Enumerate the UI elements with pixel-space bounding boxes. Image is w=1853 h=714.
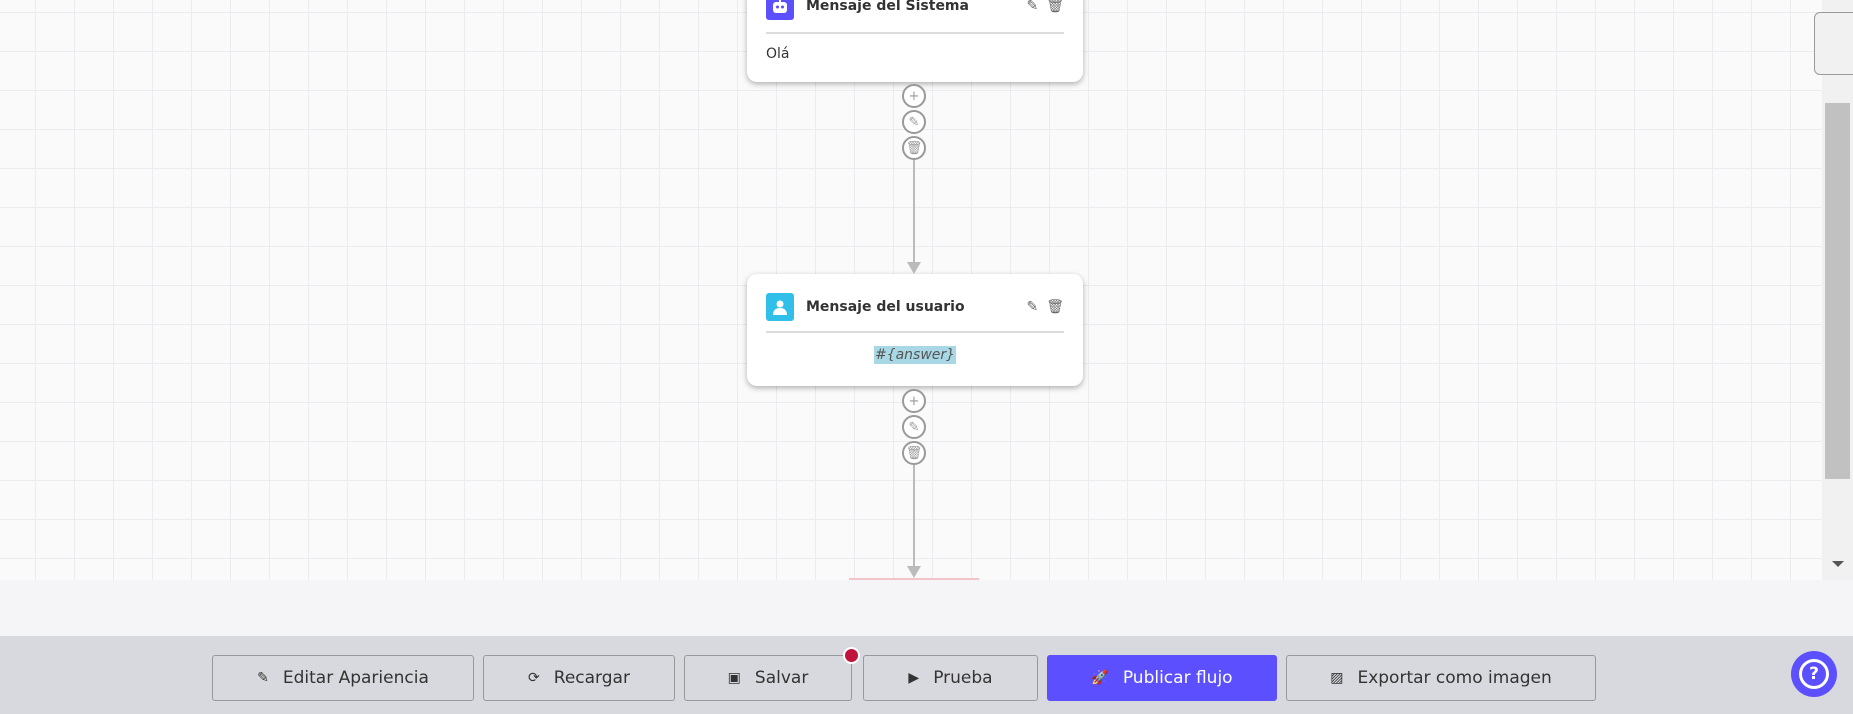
rocket-icon: 🚀 xyxy=(1091,670,1109,686)
add-node-button[interactable]: + xyxy=(902,389,926,413)
connector-line xyxy=(913,465,915,570)
pencil-icon[interactable]: ✎ xyxy=(1026,299,1039,315)
image-icon: ▨ xyxy=(1330,670,1344,686)
edit-connection-button[interactable]: ✎ xyxy=(902,415,926,439)
reload-button[interactable]: ⟳ Recargar xyxy=(483,655,675,701)
delete-connection-button[interactable]: 🗑 xyxy=(902,136,926,160)
arrow-down-icon xyxy=(907,566,921,578)
trash-icon[interactable]: 🗑 xyxy=(1046,0,1064,14)
user-icon xyxy=(766,293,794,321)
connector-line xyxy=(913,160,915,264)
node-title: Mensaje del Sistema xyxy=(806,0,969,14)
scrollbar[interactable] xyxy=(1822,0,1853,580)
scrollbar-thumb[interactable] xyxy=(1825,103,1850,479)
next-node-edge xyxy=(849,578,979,580)
node-system-message[interactable]: Mensaje del Sistema ✎ 🗑 Olá xyxy=(747,0,1083,82)
button-label: Prueba xyxy=(933,668,993,688)
export-image-button[interactable]: ▨ Exportar como imagen xyxy=(1286,655,1596,701)
save-button[interactable]: ▣ Salvar xyxy=(684,655,852,701)
scroll-down-arrow-icon[interactable] xyxy=(1832,561,1844,567)
publish-flow-button[interactable]: 🚀 Publicar flujo xyxy=(1047,655,1277,701)
pencil-icon[interactable]: ✎ xyxy=(1026,0,1039,14)
play-icon: ▶ xyxy=(908,670,920,686)
node-body: #{answer} xyxy=(873,346,957,364)
node-user-message[interactable]: Mensaje del usuario ✎ 🗑 #{answer} xyxy=(747,274,1083,386)
node-body: Olá xyxy=(766,46,790,62)
divider xyxy=(766,331,1064,333)
edit-icon: ✎ xyxy=(257,670,269,686)
add-node-button[interactable]: + xyxy=(902,84,926,108)
trash-icon[interactable]: 🗑 xyxy=(1046,299,1064,315)
node-title: Mensaje del usuario xyxy=(806,299,965,315)
help-button[interactable]: ? xyxy=(1791,651,1837,697)
bottom-toolbar: ✎ Editar Apariencia ⟳ Recargar ▣ Salvar ▶ Pr… xyxy=(0,636,1853,714)
save-icon: ▣ xyxy=(727,670,741,686)
button-label: Recargar xyxy=(553,668,630,688)
refresh-icon: ⟳ xyxy=(528,670,540,686)
minimap-panel[interactable] xyxy=(1814,12,1853,75)
edit-appearance-button[interactable]: ✎ Editar Apariencia xyxy=(212,655,474,701)
divider xyxy=(766,32,1064,34)
button-label: Salvar xyxy=(754,668,809,688)
test-button[interactable]: ▶ Prueba xyxy=(863,655,1038,701)
question-icon: ? xyxy=(1799,659,1829,689)
delete-connection-button[interactable]: 🗑 xyxy=(902,441,926,465)
unsaved-indicator xyxy=(843,647,860,664)
flow-canvas[interactable]: Mensaje del Sistema ✎🗑 Olá + ✎ 🗑 Mensaje… xyxy=(0,0,1822,580)
button-label: Publicar flujo xyxy=(1122,668,1233,688)
edit-connection-button[interactable]: ✎ xyxy=(902,110,926,134)
button-label: Editar Apariencia xyxy=(282,668,429,688)
button-label: Exportar como imagen xyxy=(1357,668,1552,688)
robot-icon xyxy=(766,0,794,20)
arrow-down-icon xyxy=(907,262,921,274)
